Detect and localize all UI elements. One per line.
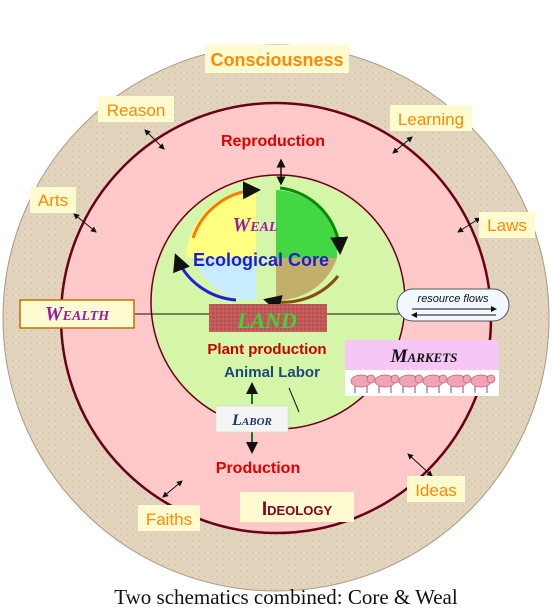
- arts-label: Arts: [38, 191, 68, 210]
- pig-icon-row: [350, 374, 496, 393]
- labor-box: [215, 405, 289, 433]
- laws-label: Laws: [487, 216, 527, 235]
- land-label: LAND: [236, 308, 297, 333]
- learning-box: [390, 105, 472, 131]
- double-arrow-icon: [73, 129, 481, 498]
- markets-box: [345, 340, 499, 370]
- reason-box: [98, 96, 174, 122]
- laws-box: [479, 212, 535, 238]
- ideology-label: Ideology: [262, 499, 333, 520]
- ideology-box: [240, 492, 354, 522]
- ideas-box: [407, 476, 465, 502]
- arts-box: [30, 187, 76, 213]
- land-box: [209, 304, 327, 332]
- resource-flows-label: resource flows: [418, 293, 489, 305]
- faiths-label: Faiths: [146, 510, 192, 529]
- animal-labor-label: Animal Labor: [224, 364, 320, 381]
- ecological-core-label: Ecological Core: [193, 250, 329, 270]
- pig-icon: [422, 374, 448, 393]
- caption: Two schematics combined: Core & Weal: [114, 585, 458, 609]
- resource-flows-arrows-icon: [411, 306, 497, 318]
- consciousness-label: Consciousness: [210, 50, 343, 70]
- faiths-box: [138, 505, 200, 531]
- reproduction-label: Reproduction: [221, 133, 325, 150]
- resource-flows-pill: [396, 288, 510, 322]
- consciousness-box: [205, 45, 349, 73]
- ideas-label: Ideas: [415, 481, 457, 500]
- production-label: Production: [216, 460, 300, 477]
- pig-icon: [398, 374, 424, 393]
- wealth-label: Wealth: [45, 303, 110, 325]
- markets-pointer-line: [288, 387, 300, 413]
- weal-label: Weal: [232, 214, 277, 236]
- markets-label: Markets: [390, 346, 458, 367]
- learning-label: Learning: [398, 110, 464, 129]
- labor-label: Labor: [231, 412, 272, 429]
- plant-production-label: Plant production: [207, 341, 326, 358]
- pig-icon: [350, 374, 376, 393]
- pig-icon: [470, 374, 496, 393]
- reason-label: Reason: [107, 101, 166, 120]
- cycle-arrows-icon: [173, 181, 349, 313]
- wealth-box: [19, 299, 135, 329]
- pig-icon: [374, 374, 400, 393]
- pig-icon: [446, 374, 472, 393]
